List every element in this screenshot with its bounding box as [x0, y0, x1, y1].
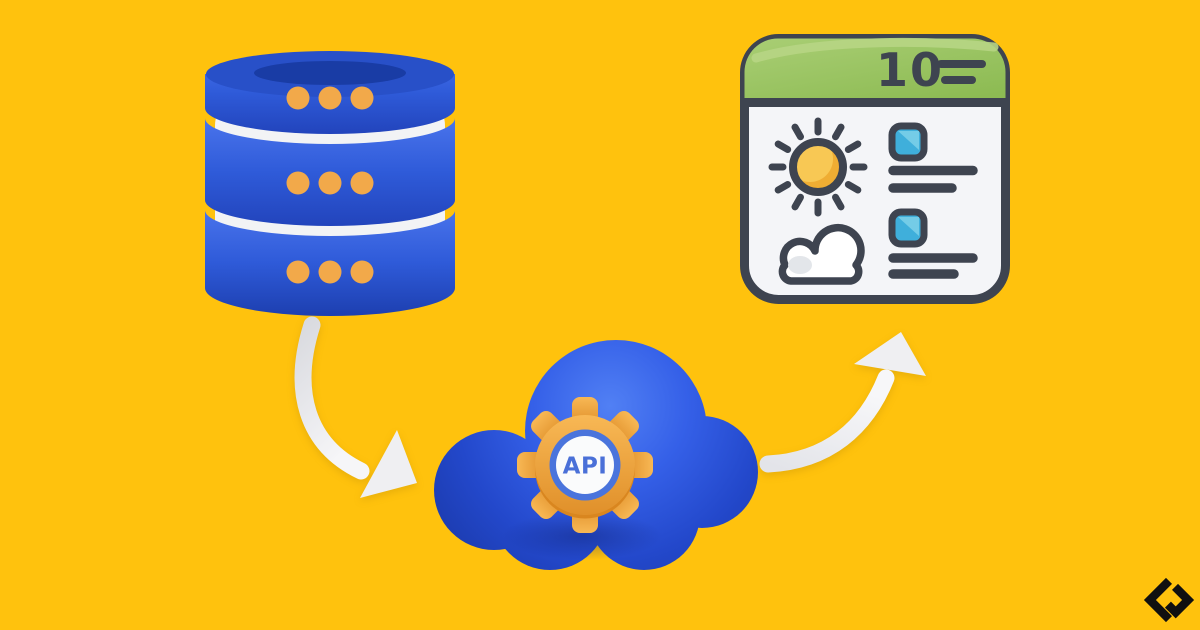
gear-soft-shadow	[502, 512, 662, 560]
arrow-head	[360, 430, 417, 498]
arrow-shaft	[759, 369, 895, 473]
header-shine	[751, 37, 999, 63]
dot	[318, 86, 342, 110]
menu-lines-icon	[937, 60, 986, 84]
database-dots-row	[286, 171, 374, 195]
list-square-highlight	[898, 131, 919, 150]
api-label: API	[563, 454, 608, 480]
sun-rays	[768, 117, 868, 217]
api-gear: API	[517, 397, 653, 533]
sun-outline	[789, 138, 847, 196]
dot	[286, 171, 310, 195]
cloud-icon	[778, 224, 865, 285]
header-divider	[744, 98, 1006, 107]
weather-app-window: 10	[740, 34, 1010, 304]
header-number: 10	[876, 43, 944, 97]
curved-arrow-down-right-icon	[294, 316, 417, 498]
list-square	[888, 122, 928, 162]
brand-logo-mark	[1143, 577, 1195, 623]
database-dots-row	[286, 260, 374, 284]
list-item	[888, 122, 978, 193]
database-layer-bottom	[205, 210, 455, 316]
header-bar	[744, 38, 1006, 106]
cloud-api-gear-icon: API	[434, 340, 758, 570]
dot	[318, 260, 342, 284]
cloud-shade	[788, 256, 812, 274]
arrow-shaft	[294, 316, 370, 480]
list-square	[888, 208, 928, 248]
dot	[350, 260, 374, 284]
list-lines	[888, 165, 978, 193]
dot	[286, 86, 310, 110]
database-icon	[205, 51, 455, 316]
dot	[286, 260, 310, 284]
arrow-head	[854, 332, 926, 376]
window-header: 10	[744, 37, 1006, 107]
database-dots-row	[286, 86, 374, 110]
database-layer-top	[205, 51, 455, 134]
database-top-hole	[254, 61, 406, 85]
logo-glyph	[1143, 577, 1195, 623]
curved-arrow-up-right-icon	[759, 332, 926, 473]
sun-icon	[768, 117, 868, 217]
dot	[350, 171, 374, 195]
dot	[318, 171, 342, 195]
api-badge-face	[556, 436, 614, 494]
list-square-highlight	[898, 217, 919, 236]
database-layer-middle	[205, 118, 455, 226]
dot	[350, 86, 374, 110]
list-lines	[888, 253, 978, 279]
list-item	[888, 208, 978, 279]
